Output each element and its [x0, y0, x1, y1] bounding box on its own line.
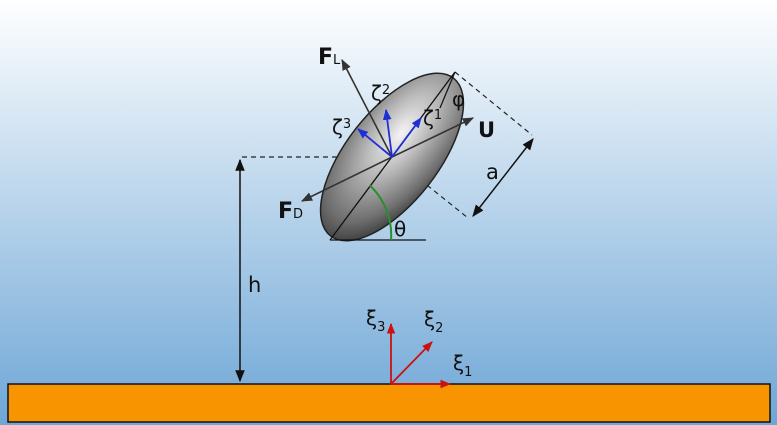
lift-force-label: FL [318, 45, 341, 70]
xi1-label: ξ1 [453, 351, 472, 380]
semi-axis-dashed-line-bottom [391, 156, 469, 219]
zeta3-axis-arrow [357, 128, 393, 158]
zeta2-label: ζ2 [371, 81, 390, 105]
xi2-label: ξ2 [424, 307, 443, 336]
zeta2-axis-arrow [382, 108, 393, 158]
semi-axis-label: a [486, 160, 499, 184]
semi-axis-dimension-arrow [472, 138, 534, 217]
ground-wall [7, 383, 771, 423]
semi-axis-dashed-line-top [454, 71, 533, 136]
theta-angle-arc [369, 184, 393, 241]
zeta1-label: ζ1 [423, 106, 442, 130]
drag-force-label: FD [278, 199, 303, 224]
drag-force-arrow [300, 156, 393, 202]
xi2-axis-arrow [390, 341, 433, 385]
xi3-label: ξ3 [366, 306, 385, 335]
zeta3-label: ζ3 [332, 115, 351, 139]
phi-angle-line [439, 71, 456, 109]
phi-label: φ [452, 87, 465, 111]
velocity-arrow [391, 117, 475, 158]
lift-force-arrow [341, 59, 393, 158]
velocity-label: U [478, 118, 495, 142]
theta-label: θ [394, 217, 406, 241]
zeta1-axis-arrow [391, 117, 422, 158]
height-label: h [248, 273, 261, 297]
